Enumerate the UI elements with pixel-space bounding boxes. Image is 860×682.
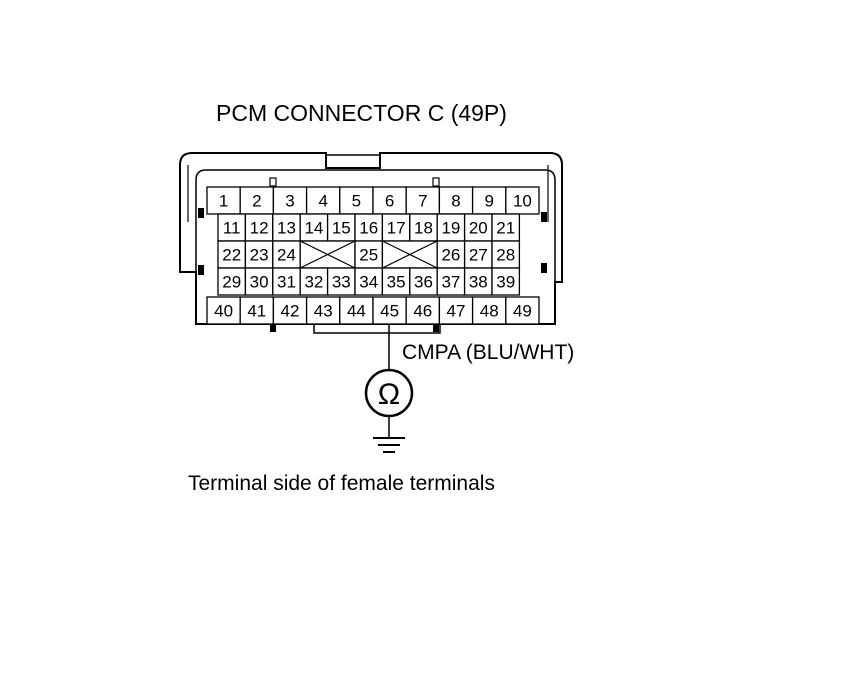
pin-label: 25 [359, 246, 378, 265]
pin-cell [339, 296, 374, 325]
pin-label: 18 [414, 219, 433, 238]
pin-label: 3 [285, 192, 294, 211]
pin-label: 10 [513, 192, 532, 211]
pin-label: 44 [347, 302, 366, 321]
pin-label: 40 [214, 302, 233, 321]
pin-label: 29 [222, 273, 241, 292]
pin-label: 38 [469, 273, 488, 292]
pin-label: 37 [441, 273, 460, 292]
pin-label: 13 [277, 219, 296, 238]
connector-title: PCM CONNECTOR C (49P) [216, 100, 507, 126]
pin-label: 7 [418, 192, 427, 211]
pin-label: 22 [222, 246, 241, 265]
pin-cell [272, 213, 301, 242]
pin-cell [239, 296, 275, 325]
pin-label: 19 [441, 219, 460, 238]
ohm-symbol-icon: Ω [378, 378, 400, 411]
pin-label: 2 [252, 192, 261, 211]
pin-cell [505, 296, 540, 325]
pin-cell [354, 267, 384, 296]
pin-cell [409, 267, 438, 296]
pin-label: 26 [441, 246, 460, 265]
pin-label: 28 [496, 246, 515, 265]
pin-cell [354, 213, 384, 242]
pin-label: 46 [413, 302, 432, 321]
pin-label: 12 [250, 219, 269, 238]
pin-label: 6 [385, 192, 394, 211]
pin-label: 16 [359, 219, 378, 238]
pin-cell [372, 296, 407, 325]
pin-label: 48 [480, 302, 499, 321]
blank-cavity-cross [382, 240, 438, 269]
pin-label: 33 [332, 273, 351, 292]
pin-label: 15 [332, 219, 351, 238]
ohmmeter-probe [364, 324, 414, 453]
pin-label: 21 [496, 219, 515, 238]
pin-cell [505, 186, 540, 215]
ground-icon [373, 437, 405, 453]
connector-housing [179, 152, 563, 334]
pin-cell [405, 296, 441, 325]
diagram-caption: Terminal side of female terminals [188, 472, 495, 495]
pin-label: 4 [318, 192, 327, 211]
pin-cell [326, 267, 356, 296]
pin-label: 47 [447, 302, 466, 321]
pin-label: 49 [513, 302, 532, 321]
pin-label: 8 [451, 192, 460, 211]
pin-cell [305, 186, 341, 215]
pin-cell [471, 296, 507, 325]
pin-cell [381, 267, 411, 296]
pin-label: 27 [469, 246, 488, 265]
pin-cell [206, 296, 241, 325]
pin-label: 31 [277, 273, 296, 292]
pin-label: 36 [414, 273, 433, 292]
pin-cell [409, 213, 438, 242]
pin-label: 35 [387, 273, 406, 292]
pin-label: 34 [359, 273, 378, 292]
pin-cell [239, 186, 275, 215]
pin-label: 45 [380, 302, 399, 321]
pin-label: 9 [484, 192, 493, 211]
blank-cavity-cross [299, 240, 356, 269]
pin-cell [299, 267, 329, 296]
pin-label: 32 [304, 273, 323, 292]
pin-cell [305, 296, 341, 325]
pin-label: 17 [387, 219, 406, 238]
pin-cell [491, 267, 521, 296]
pin-label: 1 [219, 192, 228, 211]
probe-wire-label: CMPA (BLU/WHT) [402, 341, 574, 364]
pin-label: 5 [352, 192, 361, 211]
pin-label: 14 [304, 219, 323, 238]
pin-label: 43 [314, 302, 333, 321]
pin-cell [436, 267, 466, 296]
pin-label: 20 [469, 219, 488, 238]
pin-cell [339, 186, 374, 215]
pin-cell [326, 213, 356, 242]
pin-label: 30 [250, 273, 269, 292]
pin-label: 41 [247, 302, 266, 321]
pin-cell [463, 267, 493, 296]
pin-label: 24 [277, 246, 296, 265]
pin-label: 11 [223, 219, 241, 238]
pin-cell [438, 296, 474, 325]
pin-label: 23 [250, 246, 269, 265]
pin-label: 39 [496, 273, 515, 292]
pin-label: 42 [281, 302, 300, 321]
